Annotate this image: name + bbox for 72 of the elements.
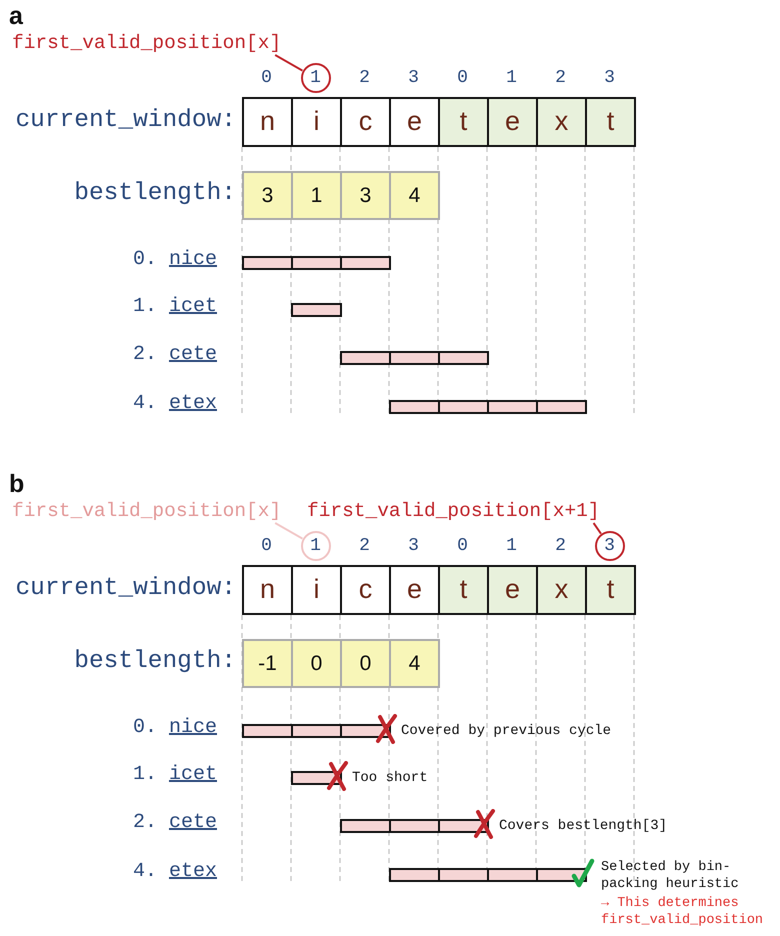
pointer-label: first_valid_position[x] [12, 31, 282, 55]
leader-line [592, 522, 602, 534]
annotation-text: → This determines first_valid_position [601, 895, 764, 929]
value-cell: 0 [340, 639, 391, 688]
value-cell: 4 [389, 639, 440, 688]
value-cell: 3 [340, 171, 391, 220]
index-number: 2 [555, 67, 566, 89]
annotation-text: Covered by previous cycle [401, 722, 612, 740]
bar-segment-row [340, 351, 489, 365]
annotation-text: Too short [352, 769, 428, 787]
annotation-text: Covers bestlength[3] [499, 817, 668, 835]
index-number: 3 [408, 535, 419, 557]
substring-label: 0. nice [132, 248, 217, 272]
bar-segment-row [389, 868, 587, 882]
bar-segment-row [242, 724, 391, 738]
substring-label: 2. cete [132, 343, 217, 367]
index-number: 3 [408, 67, 419, 89]
letter-cell: t [585, 565, 636, 615]
substring-label: 1. icet [132, 295, 217, 319]
index-number: 3 [604, 67, 615, 89]
annotation-text: Selected by bin-packing heuristic [601, 859, 740, 893]
letter-cell: e [487, 97, 538, 147]
row-heading: current_window: [15, 574, 236, 604]
index-number: 2 [555, 535, 566, 557]
row-heading: bestlength: [74, 179, 236, 209]
substring-label: 1. icet [132, 763, 217, 787]
substring-label: 0. nice [132, 716, 217, 740]
index-number: 1 [506, 67, 517, 89]
letter-cell: e [389, 565, 440, 615]
value-cell: 1 [291, 171, 342, 220]
letter-cell: i [291, 97, 342, 147]
index-number: 0 [261, 67, 272, 89]
letter-cell: n [242, 565, 293, 615]
index-number: 2 [359, 67, 370, 89]
letter-cell: t [438, 97, 489, 147]
circled-index: 1 [300, 531, 330, 561]
bar-segment-row [389, 400, 587, 414]
pointer-label: first_valid_position[x] [12, 499, 282, 523]
letter-cell: e [389, 97, 440, 147]
pointer-label: first_valid_position[x+1] [307, 499, 600, 523]
letter-cell: x [536, 565, 587, 615]
letter-cell: t [585, 97, 636, 147]
letter-cell: c [340, 97, 391, 147]
letter-cell: n [242, 97, 293, 147]
index-number: 1 [506, 535, 517, 557]
bar-segment-row [291, 303, 342, 317]
leader-line [274, 522, 303, 540]
substring-label: 4. etex [132, 860, 217, 884]
row-heading: current_window: [15, 106, 236, 136]
panel-letter: b [9, 470, 24, 498]
letter-cell: i [291, 565, 342, 615]
index-number: 2 [359, 535, 370, 557]
letter-cell: c [340, 565, 391, 615]
circled-index: 1 [300, 63, 330, 93]
letter-cell: e [487, 565, 538, 615]
substring-label: 4. etex [132, 392, 217, 416]
circled-index: 3 [594, 531, 624, 561]
letter-cell: x [536, 97, 587, 147]
index-number: 0 [457, 67, 468, 89]
bar-segment-row [242, 256, 391, 270]
value-cell: -1 [242, 639, 293, 688]
index-number: 0 [261, 535, 272, 557]
letter-cell: t [438, 565, 489, 615]
value-cell: 3 [242, 171, 293, 220]
row-heading: bestlength: [74, 647, 236, 677]
leader-line [274, 54, 303, 72]
panel-letter: a [9, 2, 23, 30]
value-cell: 0 [291, 639, 342, 688]
index-number: 0 [457, 535, 468, 557]
bar-segment-row [340, 819, 489, 833]
value-cell: 4 [389, 171, 440, 220]
substring-label: 2. cete [132, 811, 217, 835]
